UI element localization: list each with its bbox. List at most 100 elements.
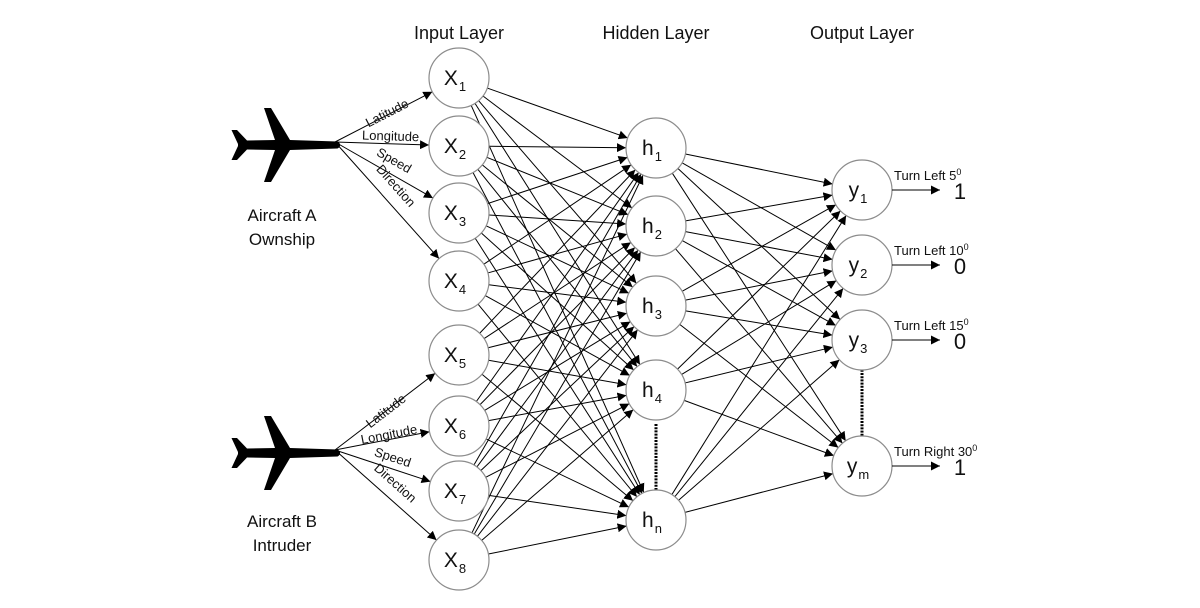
connection-edge [485, 438, 630, 508]
connection-edge [480, 232, 635, 371]
connection-edge [479, 169, 636, 334]
node-circle [831, 159, 893, 221]
node-symbol: hn [642, 509, 662, 536]
hidden-node: hn [625, 489, 687, 551]
connection-edge [477, 303, 638, 498]
connection-edge [685, 344, 833, 384]
connection-edge [475, 172, 640, 402]
connection-edge [487, 311, 628, 349]
input-arrow [334, 449, 431, 484]
hidden-layer-title: Hidden Layer [602, 23, 709, 43]
input-node: X5 [428, 324, 490, 386]
connection-edge [472, 172, 643, 494]
connection-edge [485, 225, 630, 294]
connection-edge [473, 251, 642, 535]
connection-edge [487, 155, 628, 205]
input-arrow [334, 372, 436, 451]
connection-edge [476, 249, 639, 468]
node-symbol: h4 [642, 379, 662, 406]
node-symbol: X5 [444, 344, 466, 371]
output-node: y1 [831, 159, 893, 221]
node-circle [625, 275, 687, 337]
hidden-nodes: h1 h2 h3 h4 hn [625, 117, 687, 551]
connection-edge [478, 100, 637, 284]
connection-edge [677, 210, 841, 370]
connection-edge [485, 403, 630, 478]
input-arrow [334, 141, 440, 259]
node-symbol: y3 [849, 329, 868, 356]
connection-edge [681, 280, 837, 375]
node-circle [428, 529, 490, 591]
node-symbol: X2 [444, 135, 466, 162]
aircraft-input-lines: LatitudeLongitudeSpeedDirectionLatitudeL… [334, 91, 440, 541]
connection-edge [684, 471, 834, 513]
input-arrow [334, 141, 434, 199]
hidden-node: h2 [625, 195, 687, 257]
node-symbol: ym [847, 455, 869, 482]
connection-edge [488, 494, 627, 519]
output-action-label: Turn Right 300 [894, 443, 977, 459]
connection-edge [685, 310, 833, 339]
connection-edge [476, 329, 639, 537]
aircraft-b-name: Aircraft B [247, 512, 317, 531]
connection-edge [685, 231, 833, 263]
input-arrow [334, 428, 430, 451]
connection-edge [682, 240, 836, 326]
connection-edge [671, 215, 847, 495]
node-circle [428, 250, 490, 312]
node-symbol: X4 [444, 270, 466, 297]
node-symbol: X1 [444, 67, 466, 94]
aircraft-a-name: Aircraft A [248, 206, 318, 225]
hidden-node: h3 [625, 275, 687, 337]
connection-edge [487, 232, 628, 274]
connection-edge [481, 373, 634, 502]
connection-edge [683, 399, 835, 457]
node-symbol: h1 [642, 137, 662, 164]
node-symbol: h2 [642, 215, 662, 242]
connection-edge [481, 164, 634, 288]
node-symbol: h3 [642, 295, 662, 322]
connection-edge [488, 143, 627, 153]
node-circle [428, 395, 490, 457]
node-circle [428, 182, 490, 244]
node-symbol: X6 [444, 415, 466, 442]
node-circle [428, 324, 490, 386]
input-node: X3 [428, 182, 490, 244]
node-symbol: y2 [849, 254, 868, 281]
aircraft-b-role: Intruder [253, 536, 312, 555]
connection-edge [685, 153, 833, 187]
connection-edge [487, 87, 628, 140]
input-arrow [334, 449, 437, 541]
connection-edge [488, 523, 627, 555]
hidden-node: h1 [625, 117, 687, 179]
node-symbol: y1 [849, 179, 868, 206]
output-action-label: Turn Left 50 [894, 167, 961, 183]
aircraft-a-role: Ownship [249, 230, 315, 249]
output-action-label: Turn Left 150 [894, 317, 969, 333]
connection-edge [488, 359, 627, 388]
output-node: y3 [831, 309, 893, 371]
output-value: 1 [954, 179, 966, 204]
connection-edge [473, 173, 642, 466]
output-value: 1 [954, 455, 966, 480]
input-arrow [334, 91, 433, 143]
node-circle [428, 460, 490, 522]
node-circle [625, 489, 687, 551]
input-layer-title: Input Layer [414, 23, 504, 43]
input-node: X2 [428, 115, 490, 177]
connection-edge [483, 164, 632, 265]
connection-edge [681, 162, 837, 251]
connection-edge [482, 95, 633, 209]
connection-edge [471, 174, 644, 534]
node-circle [831, 435, 893, 497]
input-hidden-connections [470, 87, 645, 555]
node-symbol: X8 [444, 549, 466, 576]
connection-edge [488, 392, 627, 422]
node-symbol: X7 [444, 480, 466, 507]
output-node: y2 [831, 234, 893, 296]
input-feature-label: Longitude [362, 128, 420, 145]
node-circle [625, 359, 687, 421]
